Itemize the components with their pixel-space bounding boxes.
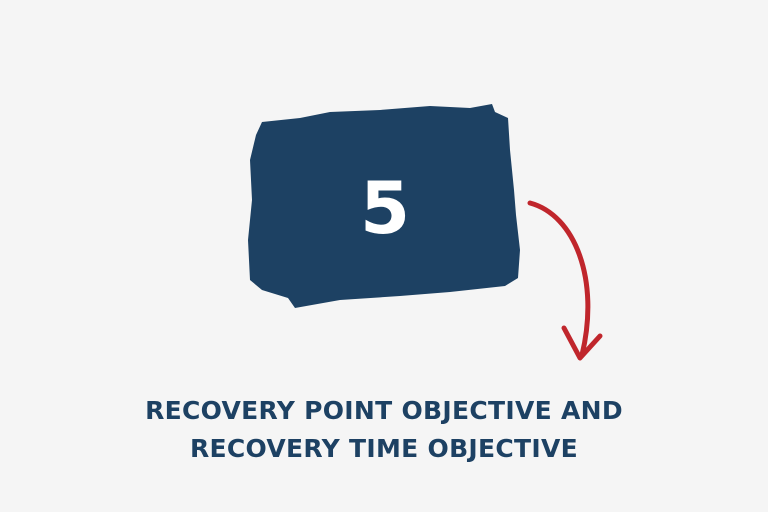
title-line-1: RECOVERY POINT OBJECTIVE AND: [145, 396, 623, 425]
step-number: 5: [359, 166, 411, 250]
brush-stroke-badge: [248, 104, 520, 308]
arrow-head-icon: [561, 325, 603, 361]
curved-arrow-shaft: [527, 200, 591, 358]
title-line-2: RECOVERY TIME OBJECTIVE: [189, 434, 579, 463]
